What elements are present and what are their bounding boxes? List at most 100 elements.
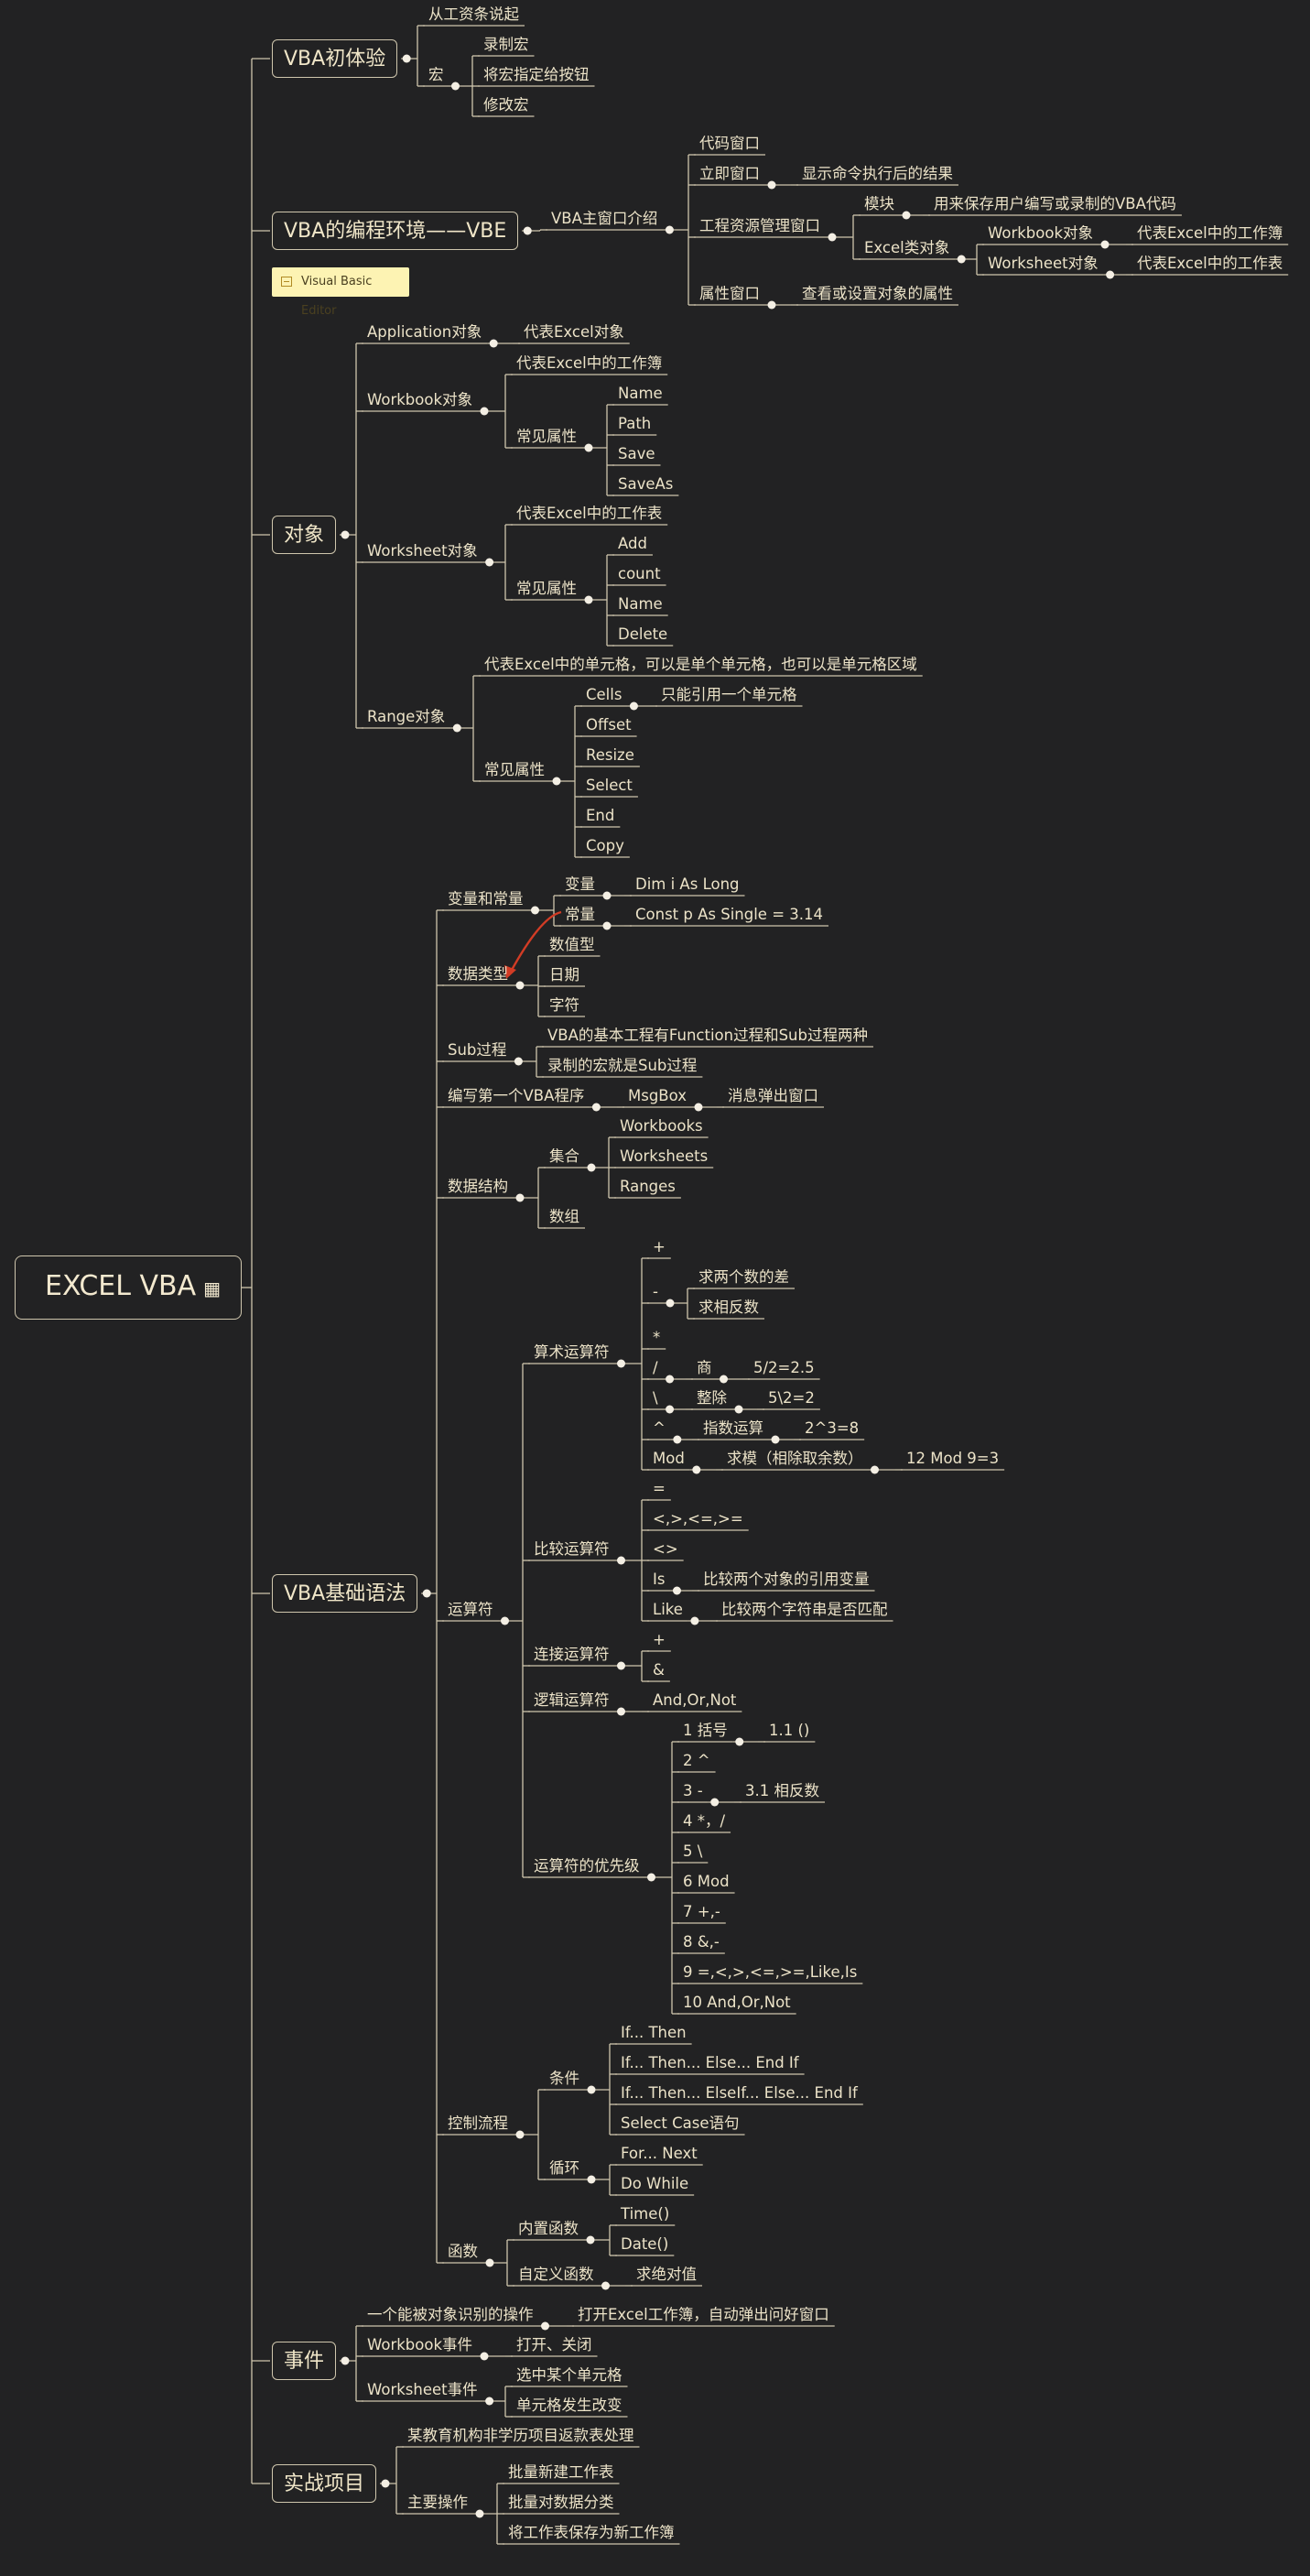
topic-c4d1a[interactable]: 消息弹出窗口 [728,1087,818,1104]
topic-c4f2e1[interactable]: 比较两个字符串是否匹配 [721,1601,888,1618]
topic-application[interactable]: Application对象 [367,323,482,341]
topic-if-then-elseif-else-end-if[interactable]: If... Then... ElseIf... Else... End If [621,2084,858,2102]
collapse-dot[interactable] [617,1556,625,1565]
collapse-dot[interactable] [552,777,561,786]
topic-c2a3a[interactable]: 模块 [864,195,894,212]
collapse-dot[interactable] [501,1616,509,1625]
topic-c4f2c[interactable]: <> [653,1540,678,1558]
topic-excel[interactable]: 代表Excel对象 [524,323,624,341]
topic-dim-i-as-long[interactable]: Dim i As Long [635,875,740,893]
collapse-dot[interactable] [541,2321,549,2331]
collapse-dot[interactable] [617,1661,625,1670]
topic-workbooks[interactable]: Workbooks [620,1117,703,1135]
topic-c4f1f1[interactable]: 指数运算 [703,1419,763,1437]
collapse-dot[interactable] [692,1465,701,1474]
vbe-note-label[interactable]: Visual Basic Editor [272,267,409,318]
topic-c4f1b2[interactable]: 求相反数 [698,1299,759,1316]
topic-c4e[interactable]: 数据结构 [448,1178,508,1195]
main-topic-c3[interactable]: 对象 [272,516,337,554]
topic-c4f2d1[interactable]: 比较两个对象的引用变量 [703,1571,870,1588]
topic-workbook[interactable]: Workbook事件 [367,2336,473,2353]
topic-c1a[interactable]: 从工资条说起 [428,5,519,23]
collapse-dot[interactable] [422,1589,431,1598]
collapse-dot[interactable] [601,2281,610,2290]
topic-date[interactable]: Date() [621,2235,669,2253]
topic-c4f1f[interactable]: ^ [653,1419,666,1437]
topic-if-then[interactable]: If... Then [621,2024,687,2041]
topic-c4a[interactable]: 变量和常量 [448,890,524,908]
collapse-dot[interactable] [735,1737,744,1746]
topic-c4h[interactable]: 函数 [448,2243,478,2260]
topic-select-case[interactable]: Select Case语句 [621,2114,740,2132]
topic-c6a[interactable]: 某教育机构非学历项目返款表处理 [407,2427,634,2444]
topic-c4h2[interactable]: 自定义函数 [518,2266,594,2283]
collapse-dot[interactable] [720,1375,728,1384]
collapse-dot[interactable] [665,225,674,234]
topic-7[interactable]: 7 +,- [683,1903,720,1920]
topic-c3c2[interactable]: 常见属性 [516,580,577,597]
main-topic-vba[interactable]: VBA基础语法 [272,1574,418,1613]
topic-c6b[interactable]: 主要操作 [407,2494,468,2511]
collapse-dot[interactable] [381,2479,390,2488]
collapse-dot[interactable] [341,2356,350,2365]
topic-3[interactable]: 3 - [683,1782,703,1799]
topic-time[interactable]: Time() [621,2205,670,2223]
topic-worksheet[interactable]: Worksheet事件 [367,2381,478,2398]
topic-end[interactable]: End [586,807,615,824]
topic-c4g2[interactable]: 循环 [549,2159,579,2177]
topic-c4g[interactable]: 控制流程 [448,2114,508,2132]
topic-c4b3[interactable]: 字符 [549,996,579,1014]
collapse-dot[interactable] [617,1359,625,1368]
collapse-dot[interactable] [771,1435,780,1444]
collapse-dot[interactable] [584,443,593,452]
collapse-dot[interactable] [666,1375,675,1384]
topic-save[interactable]: Save [618,445,655,462]
topic-c4h1[interactable]: 内置函数 [518,2220,579,2237]
topic-offset[interactable]: Offset [586,716,632,734]
topic-c4h2a[interactable]: 求绝对值 [636,2266,697,2283]
collapse-dot[interactable] [902,211,911,220]
collapse-dot[interactable] [475,2509,484,2518]
collapse-dot[interactable] [587,2175,596,2184]
topic-for-next[interactable]: For... Next [621,2145,698,2162]
topic-c5b1[interactable]: 打开、关闭 [516,2336,592,2353]
collapse-dot[interactable] [710,1798,720,1807]
topic-select[interactable]: Select [586,777,633,794]
topic-mod[interactable]: Mod [653,1450,685,1467]
topic-c2a4a[interactable]: 查看或设置对象的属性 [802,285,953,302]
collapse-dot[interactable] [767,180,776,190]
topic-c4f5[interactable]: 运算符的优先级 [534,1857,640,1875]
collapse-dot[interactable] [531,906,539,915]
topic-1-1[interactable]: 1.1 () [769,1722,810,1739]
topic-c4f3a[interactable]: + [653,1631,666,1648]
collapse-dot[interactable] [647,1873,655,1882]
topic-c4f2b[interactable]: <,>,<=,>= [653,1510,743,1527]
topic-if-then-else-end-if[interactable]: If... Then... Else... End If [621,2054,799,2071]
topic-8[interactable]: 8 &,- [683,1933,720,1951]
topic-c4g1[interactable]: 条件 [549,2070,579,2087]
root-topic[interactable]: EXCEL VBA▦ [15,1255,242,1320]
topic-copy[interactable]: Copy [586,837,624,854]
collapse-dot[interactable] [480,2352,489,2361]
topic-6-mod[interactable]: 6 Mod [683,1873,730,1890]
main-topic-vba-vbe[interactable]: VBA的编程环境——VBE [272,212,519,250]
topic-c4a2[interactable]: 常量 [565,906,595,923]
topic-excel[interactable]: Excel类对象 [864,239,950,256]
collapse-dot[interactable] [485,2258,494,2267]
topic-5[interactable]: 5 \ [683,1842,703,1860]
topic-excel[interactable]: 代表Excel中的单元格，可以是单个单元格，也可以是单元格区域 [484,656,917,673]
topic-c2a1[interactable]: 代码窗口 [699,135,760,152]
collapse-dot[interactable] [673,1435,682,1444]
topic-cells[interactable]: Cells [586,686,623,703]
collapse-dot[interactable] [602,921,612,930]
topic-range[interactable]: Range对象 [367,708,446,725]
collapse-dot[interactable] [591,1103,601,1112]
topic-c1b2[interactable]: 将宏指定给按钮 [483,66,590,83]
topic-3-1[interactable]: 3.1 相反数 [745,1782,819,1799]
topic-excel[interactable]: 代表Excel中的工作表 [1137,255,1283,272]
topic-c6b1[interactable]: 批量新建工作表 [508,2463,614,2481]
collapse-dot[interactable] [617,1707,625,1716]
topic-5-2-2-5[interactable]: 5/2=2.5 [753,1359,815,1376]
topic-c4f3[interactable]: 连接运算符 [534,1646,610,1663]
main-topic-c5[interactable]: 事件 [272,2342,337,2380]
